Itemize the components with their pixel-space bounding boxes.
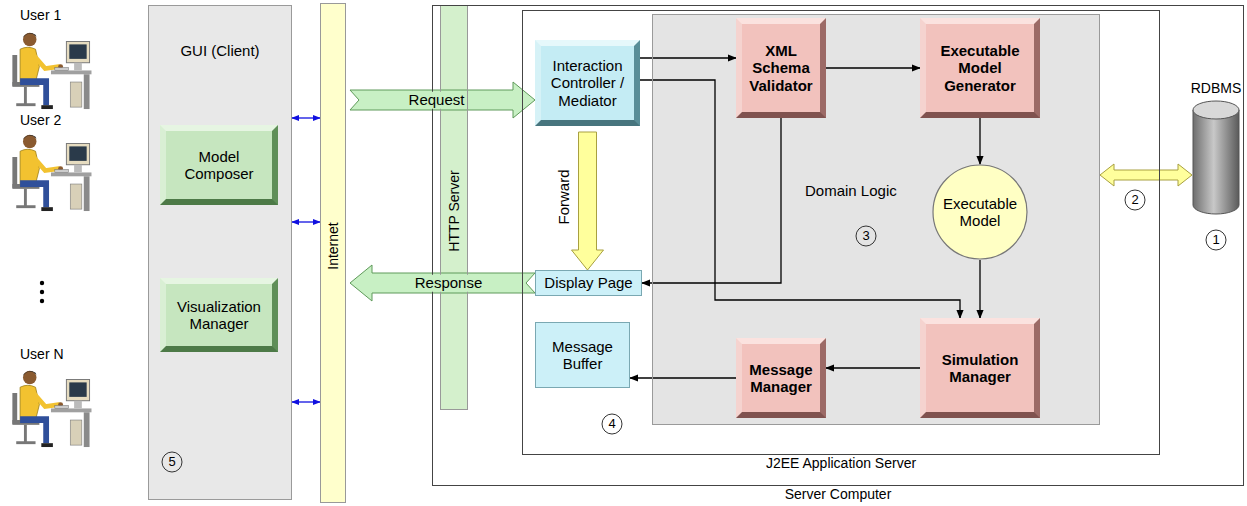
node-text: Display Page: [544, 274, 632, 291]
connector-line: [630, 377, 736, 378]
node-text: GUI (Client): [149, 42, 291, 59]
connector-line: [642, 118, 781, 283]
user-label: User 2: [20, 113, 61, 128]
connector-line: [292, 221, 320, 222]
connector-line: [640, 57, 736, 58]
node-text: Executable Model: [934, 195, 1026, 230]
node-text: Executable Model Generator: [928, 42, 1032, 94]
node-text: Message Manager: [744, 361, 818, 396]
domain-region: Domain LogicXML Schema ValidatorExecutab…: [652, 14, 1100, 425]
database-cylinder: RDBMS: [1192, 100, 1240, 215]
callout-number: 3: [862, 229, 869, 243]
block-arrow: [350, 265, 535, 301]
ellipsis-dots: [40, 281, 44, 303]
node-text: Server Computer: [433, 487, 1243, 502]
edge-label: Forward: [555, 167, 572, 226]
client-module: Visualization Manager: [160, 278, 278, 352]
cylinder-outline: [1192, 100, 1240, 215]
node-text: Simulation Manager: [928, 351, 1032, 386]
callout-circles: [162, 190, 1226, 472]
node-text: HTTP Server: [446, 170, 462, 251]
node-text: Internet: [325, 222, 341, 269]
user-figure: [12, 33, 91, 109]
connector-line: [292, 117, 320, 118]
user-figure: [12, 135, 91, 211]
connector-line: [826, 67, 920, 68]
node-text: XML Schema Validator: [744, 42, 818, 94]
callout-number: 4: [608, 417, 615, 431]
node-text: Message Buffer: [538, 338, 627, 373]
node-text: Model Composer: [168, 148, 270, 183]
app-server-frame: J2EE Application ServerInteraction Contr…: [522, 10, 1160, 455]
cylinder-body: [1193, 110, 1239, 214]
page-box: Display Page: [535, 270, 642, 296]
connector-line: [826, 367, 920, 368]
buffer-box: Message Buffer: [535, 322, 630, 388]
process-box: Simulation Manager: [920, 318, 1040, 418]
client-module: Model Composer: [160, 125, 278, 205]
connector-line: [979, 118, 980, 164]
connector-line: [292, 401, 320, 402]
node-ground: [320, 3, 346, 503]
controller-box: Interaction Controller / Mediator: [535, 40, 640, 126]
node-text: Visualization Manager: [168, 298, 270, 333]
network-band: Internet: [320, 3, 346, 503]
edge-label: Request: [407, 92, 467, 109]
callout-number: 1: [1212, 233, 1219, 247]
user-figure: [12, 371, 91, 447]
block-arrow: [350, 82, 535, 118]
callout-number: 5: [168, 455, 175, 469]
circle-shape: [933, 165, 1027, 259]
edge-label: Response: [413, 275, 485, 292]
node-text: Domain Logic: [805, 182, 897, 199]
computer-frame: Server ComputerJ2EE Application ServerIn…: [432, 5, 1244, 486]
node-text: Interaction Controller / Mediator: [543, 57, 632, 109]
process-box: Executable Model Generator: [920, 18, 1040, 118]
node-ground: [652, 14, 1100, 425]
user-label: User N: [20, 347, 64, 362]
node-text: RDBMS: [1162, 80, 1247, 96]
server-band: HTTP Server: [440, 5, 468, 410]
block-arrow: [1100, 164, 1192, 186]
node-ground: [148, 5, 292, 500]
process-box: Message Manager: [736, 338, 826, 418]
node-text: J2EE Application Server: [523, 456, 1159, 471]
client-panel: GUI (Client) Model ComposerVisualization …: [148, 5, 292, 500]
connector-line: [979, 260, 980, 318]
node-ground: [440, 5, 468, 410]
process-box: XML Schema Validator: [736, 18, 826, 118]
model-circle: Executable Model: [932, 164, 1028, 260]
cylinder-top: [1193, 101, 1239, 119]
user-label: User 1: [20, 8, 61, 23]
block-arrow: [572, 132, 604, 270]
callout-number: 2: [1131, 193, 1138, 207]
